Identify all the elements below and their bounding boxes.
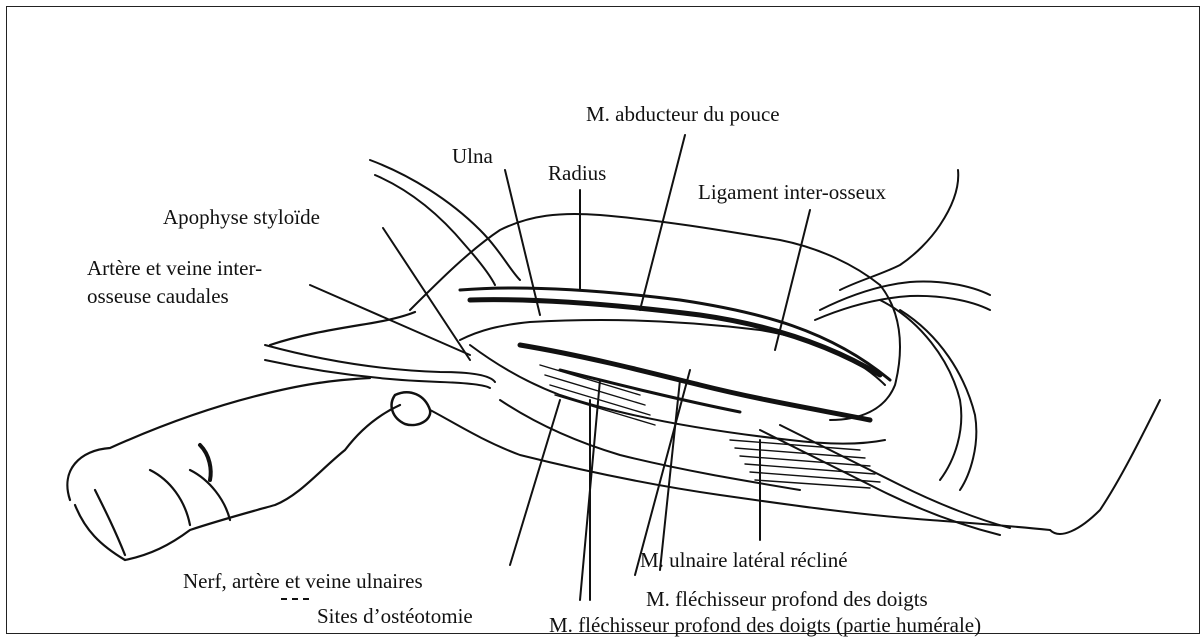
label-ulnaire-lateral: M. ulnaire latéral récliné — [640, 550, 848, 571]
label-abducteur: M. abducteur du pouce — [586, 104, 780, 125]
label-ulna: Ulna — [452, 146, 493, 167]
label-flechisseur-humerale: M. fléchisseur profond des doigts (parti… — [549, 615, 981, 636]
label-radius: Radius — [548, 163, 606, 184]
vessels — [265, 160, 1160, 535]
label-artere-line2: osseuse caudales — [87, 286, 229, 307]
paw-outline — [67, 312, 430, 560]
label-sites: Sites d’ostéotomie — [317, 606, 473, 627]
label-apophyse: Apophyse styloïde — [163, 207, 320, 228]
label-artere-line1: Artère et veine inter- — [87, 258, 262, 279]
label-flechisseur: M. fléchisseur profond des doigts — [646, 589, 928, 610]
label-nerf: Nerf, artère et veine ulnaires — [183, 571, 423, 592]
label-ligament: Ligament inter-osseux — [698, 182, 886, 203]
osteotomy-dash-marker — [281, 598, 309, 600]
